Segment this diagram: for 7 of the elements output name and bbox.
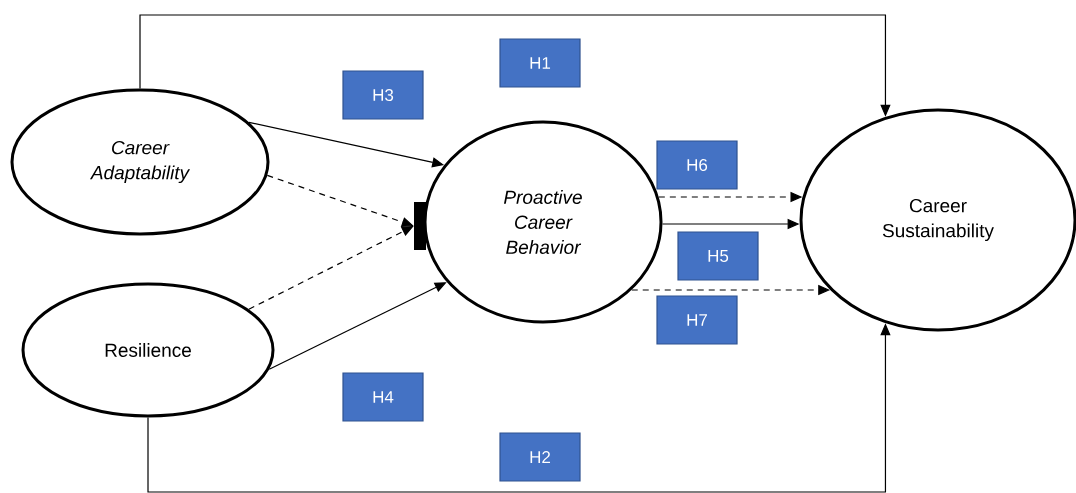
hypothesis-box: H5 bbox=[677, 231, 759, 281]
hypothesis-box: H7 bbox=[656, 295, 738, 345]
hypothesis-box: H2 bbox=[499, 432, 581, 482]
hypothesis-box: H6 bbox=[656, 140, 738, 190]
hypothesis-box: H3 bbox=[342, 70, 424, 120]
hypothesis-box: H4 bbox=[342, 372, 424, 422]
hypothesis-box: H1 bbox=[499, 38, 581, 88]
